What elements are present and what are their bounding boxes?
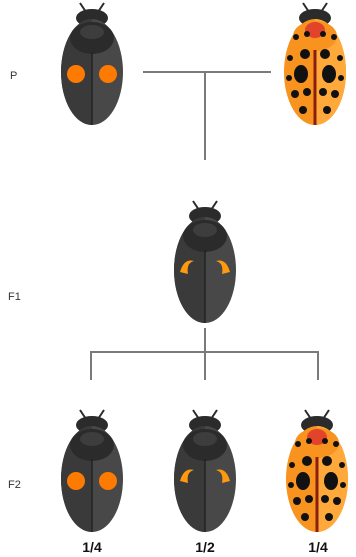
ratio-right: 1/4 <box>308 539 328 555</box>
f2-black-ladybug <box>61 410 123 532</box>
f1-crescent-ladybug <box>174 201 236 323</box>
f2-crescent-ladybug <box>174 410 236 532</box>
generation-label-p: P <box>10 70 17 82</box>
ratio-middle: 1/2 <box>195 539 215 555</box>
parent-black-ladybug <box>61 3 123 125</box>
f2-orange-ladybug <box>286 410 348 532</box>
ratio-left: 1/4 <box>82 539 102 555</box>
generation-label-f2: F2 <box>8 479 21 491</box>
parent-orange-ladybug <box>284 3 346 125</box>
generation-label-f1: F1 <box>8 291 21 303</box>
